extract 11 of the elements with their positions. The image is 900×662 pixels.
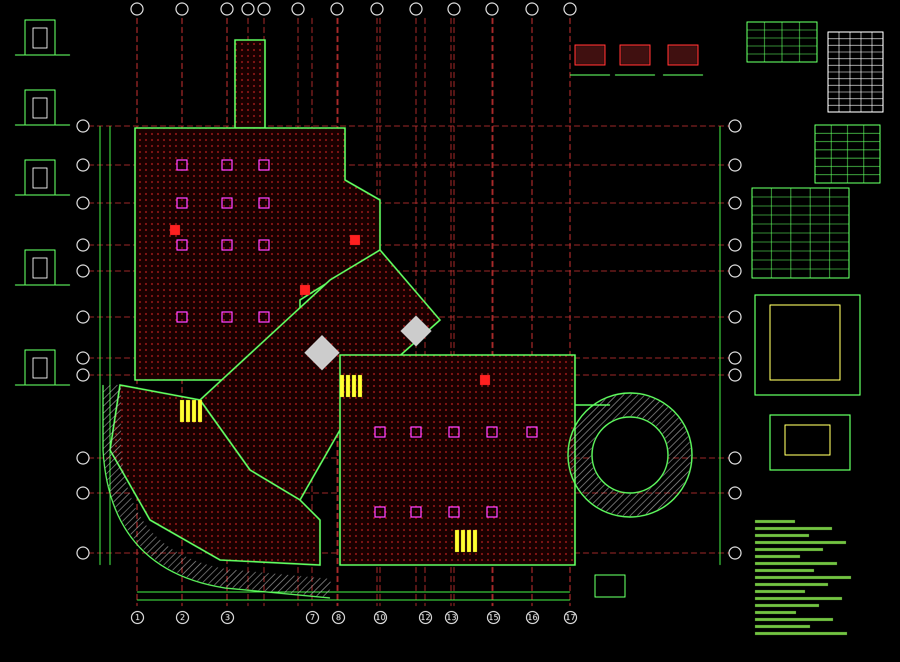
axis-label: 16 — [526, 611, 539, 624]
axis-label: 8 — [332, 611, 345, 624]
axis-label: 2 — [176, 611, 189, 624]
axis-label: 13 — [445, 611, 458, 624]
axis-label: 17 — [564, 611, 577, 624]
axis-label: 3 — [221, 611, 234, 624]
axis-label: 12 — [419, 611, 432, 624]
axis-label: 1 — [131, 611, 144, 624]
axis-label: 7 — [306, 611, 319, 624]
axis-label: 10 — [374, 611, 387, 624]
axis-label: 15 — [487, 611, 500, 624]
